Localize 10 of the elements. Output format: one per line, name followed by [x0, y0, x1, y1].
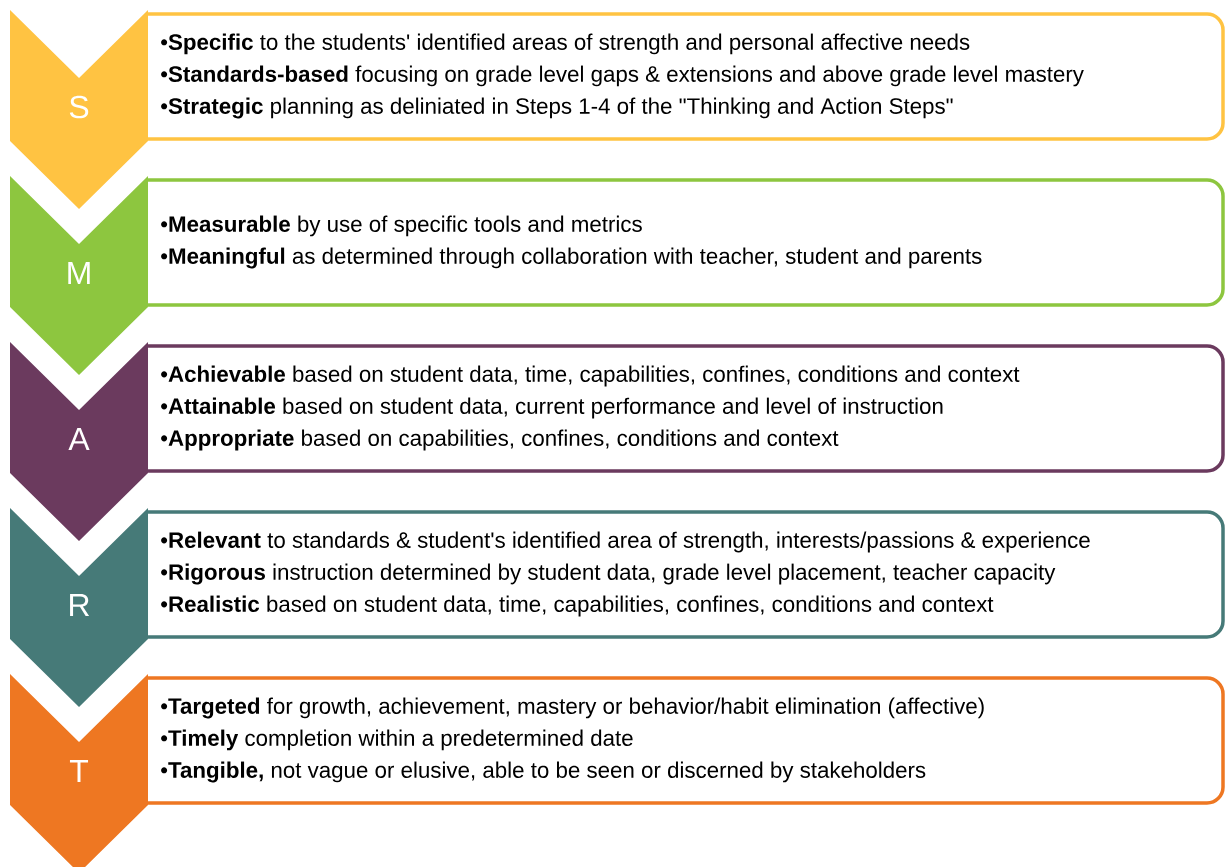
text-box: •Specific to the students' identified areas of strength and personal affective needs •Standards-based focusing on grade level gaps & extensions and above grade level mastery •Strategic planning as deliniated in Steps 1-4 of the "Thinking and Action Steps": [148, 12, 1225, 141]
text-box: •Targeted for growth, achievement, mastery or behavior/habit elimination (affective) •Timely completion within a predetermined date •Tangible, not vague or elusive, able to be seen or discerned by stakeholders: [148, 676, 1225, 805]
chevron-tab: M: [10, 176, 148, 375]
chevron-tab: A: [10, 342, 148, 541]
text-box: •Relevant to standards & student's identified area of strength, interests/passions & experience •Rigorous instruction determined by student data, grade level placement, teacher capacity •Realistic based on student data, time, capabilities, confines, conditions and context: [148, 510, 1225, 639]
chevron-tab: S: [10, 10, 148, 209]
chevron-tab: T: [10, 674, 148, 867]
text-box: •Measurable by use of specific tools and metrics •Meaningful as determined through collaboration with teacher, student and parents: [148, 178, 1225, 307]
text-box: •Achievable based on student data, time, capabilities, confines, conditions and context •Attainable based on student data, current performance and level of instruction •Appropriate based on capabilities, confines, conditions and context: [148, 344, 1225, 473]
chevron-tab: R: [10, 508, 148, 707]
